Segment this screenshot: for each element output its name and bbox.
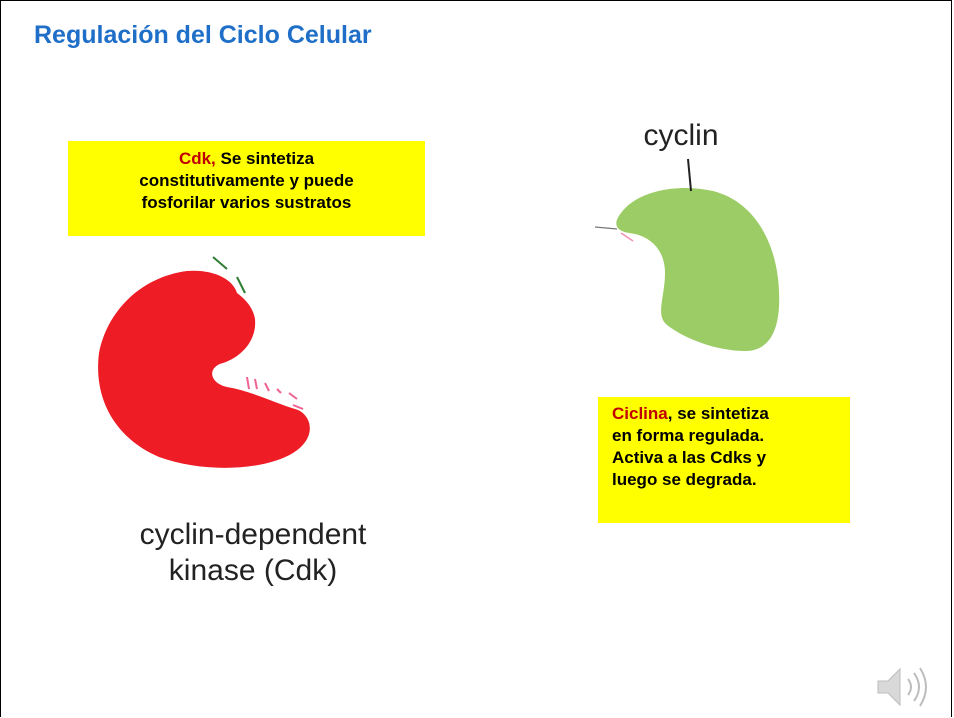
cdk-callout-line3: fosforilar varios sustratos — [141, 193, 352, 212]
cyclin-leader-line — [687, 158, 692, 192]
cyclin-callout: Ciclina, se sintetiza en forma regulada.… — [598, 397, 850, 523]
cyclin-fleck — [594, 226, 618, 230]
cdk-label-line1: cyclin-dependent — [139, 518, 367, 551]
cyclin-label: cyclin — [643, 119, 719, 152]
cdk-callout-line1: Cdk, Se sintetiza — [68, 148, 425, 170]
cdk-label: cyclin-dependent kinase (Cdk) — [73, 517, 433, 589]
cyclin-callout-line3: Activa a las Cdks y — [612, 448, 767, 467]
cyclin-callout-line2: en forma regulada. — [612, 426, 765, 445]
cdk-callout: Cdk, Se sintetiza constitutivamente y pu… — [68, 141, 425, 236]
cdk-callout-line2: constitutivamente y puede — [139, 171, 354, 190]
cyclin-callout-text: , se sintetiza — [667, 404, 769, 423]
cdk-fleck — [236, 276, 246, 294]
cdk-highlight: Cdk, — [178, 149, 216, 168]
speaker-icon[interactable] — [874, 665, 934, 709]
cyclin-callout-line1: Ciclina, se sintetiza — [612, 403, 850, 425]
cyclin-shape — [616, 187, 780, 351]
cdk-notch-marks — [246, 376, 304, 410]
cdk-label-line2: kinase (Cdk) — [168, 554, 338, 587]
cyclin-highlight: Ciclina — [612, 404, 668, 423]
cdk-callout-text: Se sintetiza — [215, 149, 315, 168]
slide-title: Regulación del Ciclo Celular — [34, 21, 372, 49]
cyclin-fleck — [620, 232, 634, 242]
cdk-shape — [98, 270, 310, 468]
cdk-fleck — [212, 256, 228, 270]
cyclin-callout-line4: luego se degrada. — [612, 470, 757, 489]
